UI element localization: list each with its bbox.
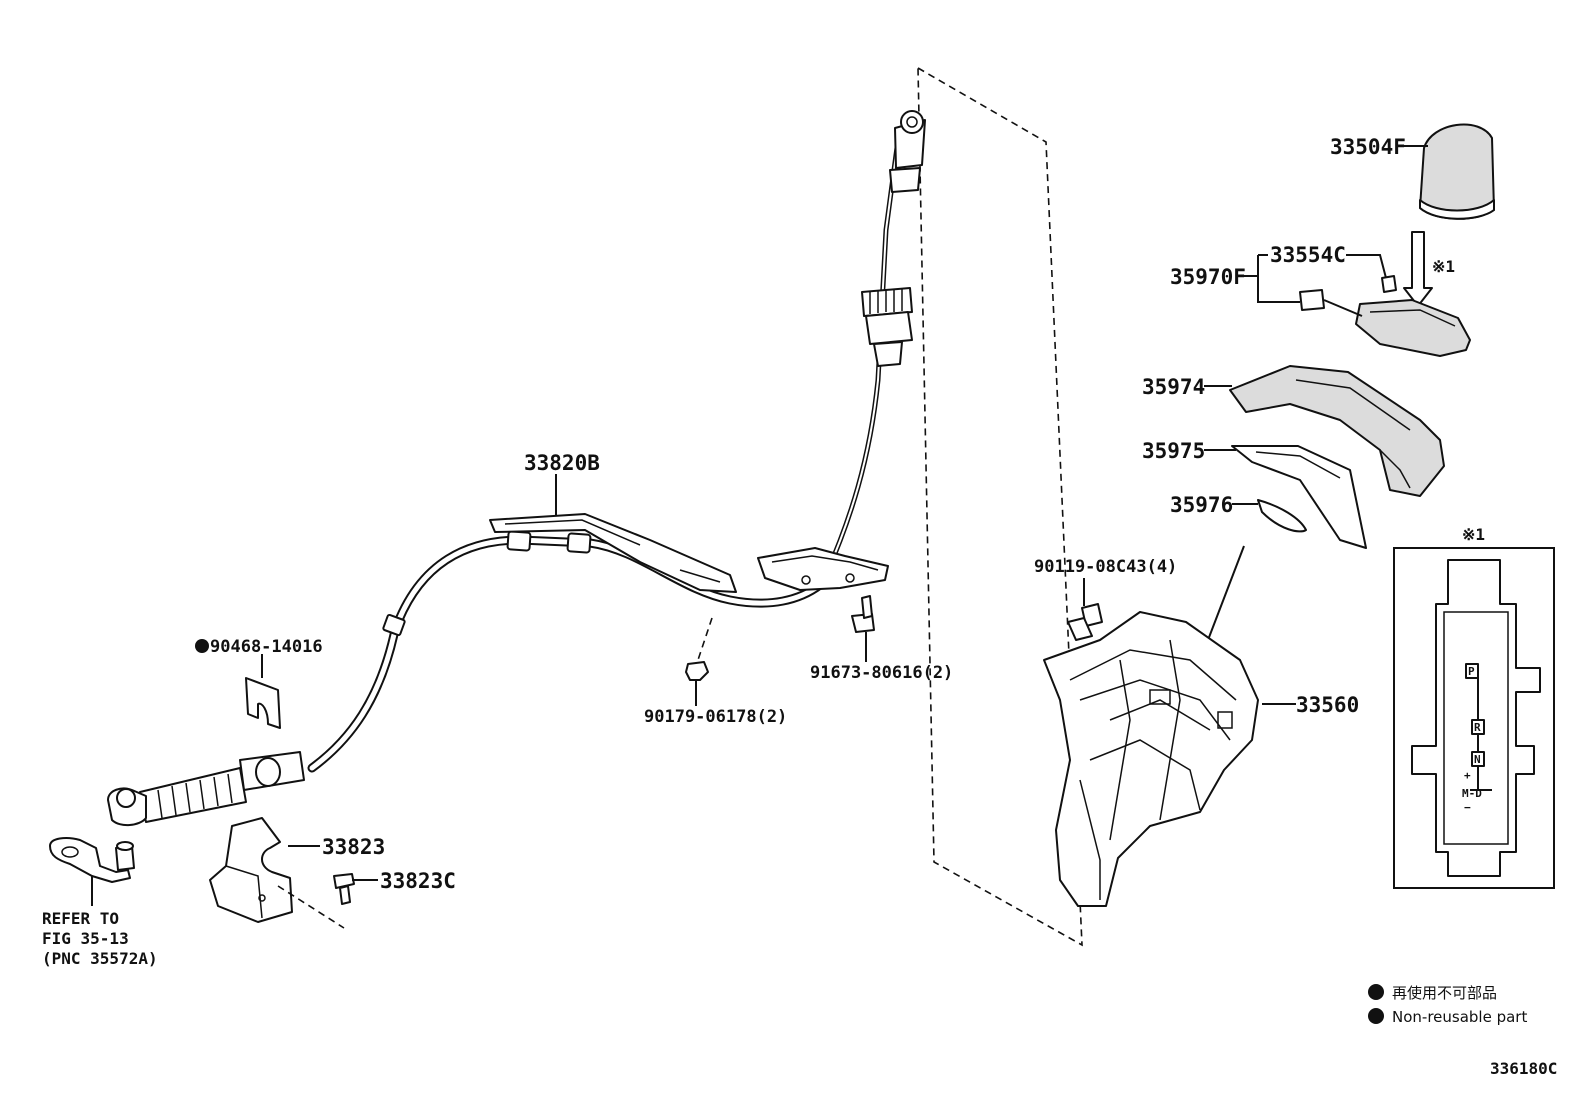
gate-box-p — [1465, 663, 1479, 679]
label-33823c: 33823C — [380, 869, 456, 893]
slide-plate-small — [1257, 499, 1307, 533]
gate-box-n — [1471, 751, 1485, 767]
figure-number: 336180C — [1490, 1059, 1557, 1078]
gate-p: P — [1468, 665, 1475, 678]
label-35970f: 35970F — [1170, 265, 1246, 289]
assembly-boundary — [917, 66, 1083, 947]
note-mark-arrow: ※1 — [1432, 257, 1455, 276]
cable-bracket — [209, 817, 293, 923]
label-33560: 33560 — [1296, 693, 1359, 717]
label-33554c: 33554C — [1270, 243, 1346, 267]
refer-line-1: REFER TO — [42, 909, 119, 928]
refer-line-2: FIG 35-13 — [42, 929, 129, 948]
note-mark-inset: ※1 — [1462, 525, 1485, 544]
legend-bullet-jp — [1368, 984, 1384, 1000]
label-90179: 90179-06178(2) — [644, 707, 787, 727]
leader-lines — [91, 145, 1428, 906]
cable-top-end — [861, 110, 926, 367]
gate-plus: + — [1464, 769, 1471, 782]
install-arrow — [1403, 231, 1433, 307]
retaining-clip — [245, 677, 281, 729]
refer-linkage — [49, 837, 135, 883]
shift-lever-assy — [1043, 545, 1259, 907]
gate-n: N — [1474, 753, 1481, 766]
nut-dash-line — [697, 617, 713, 661]
refer-line-3: (PNC 35572A) — [42, 949, 158, 968]
nut-90179 — [685, 661, 709, 681]
label-33820b: 33820B — [524, 451, 600, 475]
shift-knob — [1419, 123, 1495, 220]
upper-cover — [1229, 365, 1445, 497]
bracket-dash-line — [277, 885, 345, 929]
legend-bullet-en — [1368, 1008, 1384, 1024]
label-33823: 33823 — [322, 835, 385, 859]
gate-minus: − — [1464, 801, 1471, 814]
label-35975: 35975 — [1142, 439, 1205, 463]
gate-md: M-D — [1462, 787, 1482, 800]
label-91673: 91673-80616(2) — [810, 663, 953, 683]
label-90119: 90119-08C43(4) — [1034, 557, 1177, 577]
cable-bottom-end — [107, 751, 305, 826]
label-35976: 35976 — [1170, 493, 1233, 517]
non-reusable-marker — [195, 639, 209, 653]
shift-gate-inset — [1393, 547, 1555, 889]
gate-r: R — [1474, 721, 1481, 734]
slide-plate — [1231, 445, 1367, 549]
bolt-33823c — [333, 873, 355, 905]
label-35974: 35974 — [1142, 375, 1205, 399]
bolt-90119 — [1067, 603, 1103, 641]
bolt-91673 — [851, 595, 875, 633]
legend-jp: 再使用不可部品 — [1392, 984, 1497, 1002]
gate-box-r — [1471, 719, 1485, 735]
shift-cable — [107, 110, 926, 826]
label-33504f: 33504F — [1330, 135, 1406, 159]
label-90468: 90468-14016 — [210, 637, 323, 657]
legend-en: Non-reusable part — [1392, 1008, 1527, 1026]
indicator-housing — [1299, 275, 1471, 357]
